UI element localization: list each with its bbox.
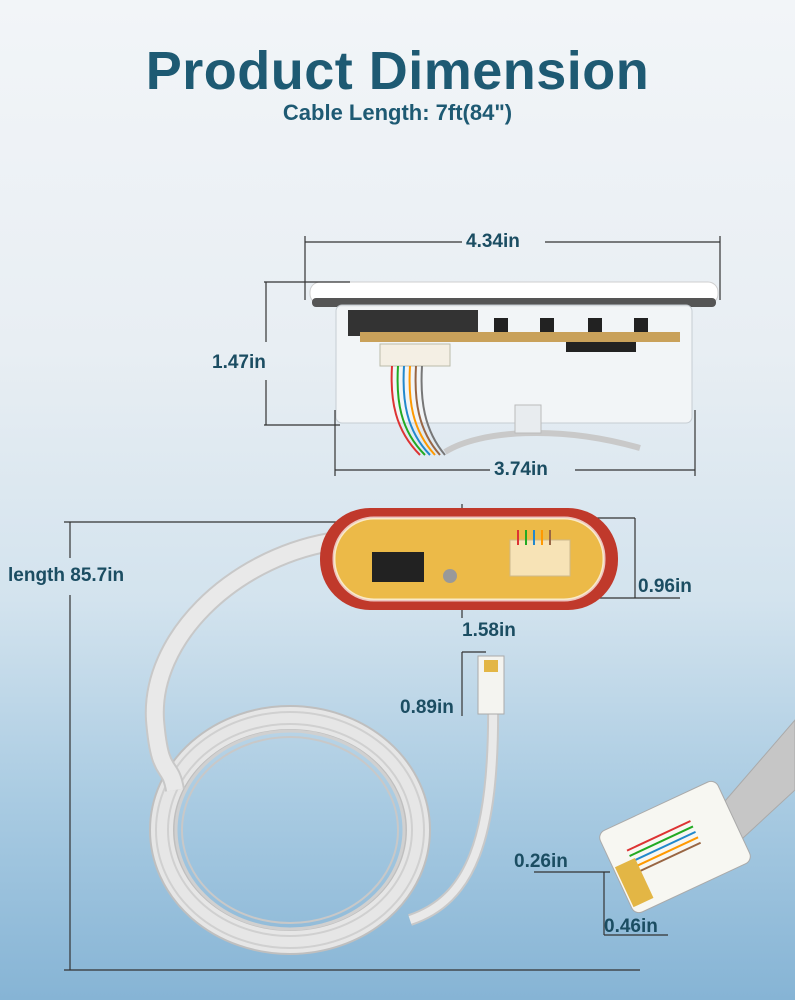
dimension-small-plug-length: 0.89in [400,697,454,718]
dimension-lines [64,236,721,971]
dimension-large-plug-height: 0.26in [514,851,568,872]
dimension-top-width: 4.34in [466,231,520,252]
dimension-height: 1.47in [212,352,266,373]
dimension-remote-height: 0.96in [638,576,692,597]
page-title: Product Dimension [145,41,650,101]
dimension-bottom-width: 3.74in [494,459,548,480]
dimension-large-plug-width: 0.46in [604,916,658,937]
page-subtitle: Cable Length: 7ft(84") [282,100,513,125]
dimension-remote-width: 1.58in [462,620,516,641]
cable-coil-image [144,532,500,955]
small-plug-image [477,655,505,715]
dimension-cable-length: length 85.7in [8,565,125,586]
control-box-image [309,281,719,456]
remote-image [320,508,618,610]
large-plug-image [599,719,795,914]
